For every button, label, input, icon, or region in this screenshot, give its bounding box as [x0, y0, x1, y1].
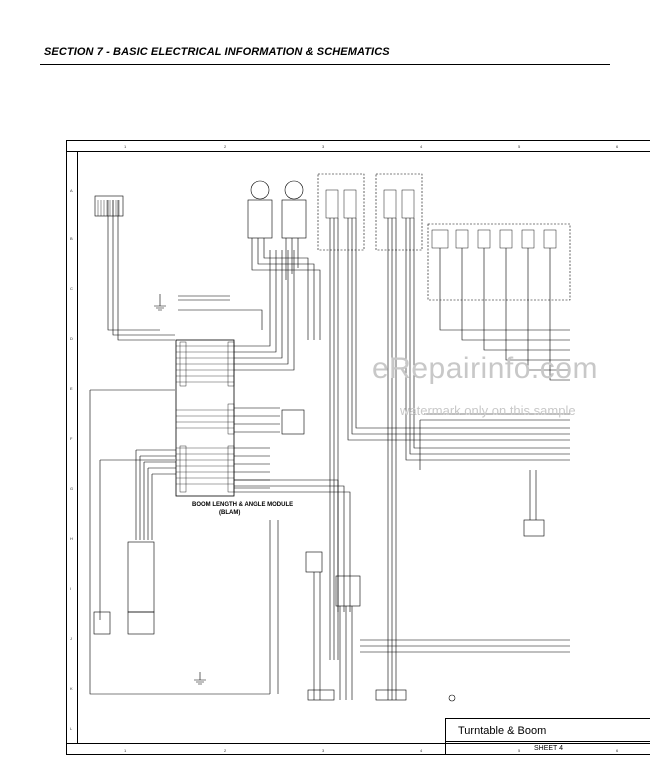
top-tick: 2: [224, 144, 227, 149]
bottom-tick: 5: [518, 748, 521, 753]
title-block-divider: [445, 741, 650, 742]
left-tick: A: [70, 188, 73, 193]
left-ruler: A B C D E F G H I J K L: [66, 152, 78, 743]
bottom-tick: 4: [420, 748, 423, 753]
left-tick: H: [70, 536, 73, 541]
schematic-frame: [66, 140, 650, 755]
watermark-notice: watermark only on this sample: [400, 403, 576, 418]
bottom-tick: 1: [124, 748, 127, 753]
left-tick: B: [70, 236, 73, 241]
section-title: SECTION 7 - BASIC ELECTRICAL INFORMATION…: [44, 46, 390, 58]
top-tick: 3: [322, 144, 325, 149]
bottom-ruler: 1 2 3 4 5 6: [66, 743, 650, 755]
top-tick: 4: [420, 144, 423, 149]
left-tick: K: [70, 686, 73, 691]
module-name-label: BOOM LENGTH & ANGLE MODULE: [192, 502, 294, 508]
left-tick: C: [70, 286, 73, 291]
left-tick: G: [70, 486, 74, 491]
header-rule: [40, 64, 610, 65]
bottom-tick: 2: [224, 748, 227, 753]
top-tick: 6: [616, 144, 619, 149]
module-abbrev-label: (BLAM): [219, 510, 241, 516]
left-tick: E: [70, 386, 73, 391]
left-tick: D: [70, 336, 73, 341]
watermark-brand: eRepairinfo.com: [372, 352, 598, 385]
left-tick: J: [70, 636, 72, 641]
left-tick: I: [70, 586, 72, 591]
bottom-tick: 6: [616, 748, 619, 753]
sheet-name: Turntable & Boom: [458, 725, 547, 737]
title-block: [445, 718, 650, 755]
bottom-tick: 3: [322, 748, 325, 753]
sheet-number: SHEET 4: [534, 745, 564, 752]
top-tick: 5: [518, 144, 521, 149]
top-tick: 1: [124, 144, 127, 149]
left-tick: F: [70, 436, 73, 441]
blam-module-box: [175, 339, 235, 497]
top-ruler: 1 2 3 4 5 6: [66, 140, 650, 152]
left-tick: L: [70, 726, 73, 731]
